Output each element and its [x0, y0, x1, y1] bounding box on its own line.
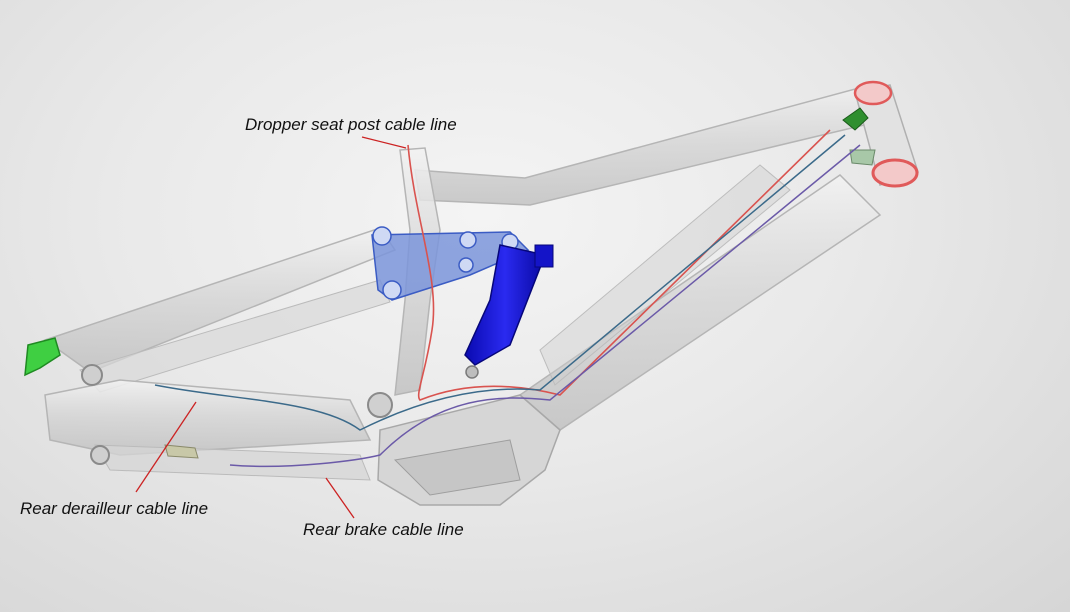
derailleur-leader — [135, 401, 197, 493]
brake-cable-label: Rear brake cable line — [303, 520, 464, 539]
chainstay-pivot — [90, 445, 110, 465]
rear-shock — [464, 244, 554, 366]
lower-shock-mount — [465, 365, 479, 379]
down-tube — [518, 164, 882, 431]
derailleur-hanger — [24, 337, 61, 377]
cable-guides — [164, 107, 876, 459]
brake-leader — [325, 477, 355, 519]
headtube-top-ring — [853, 80, 893, 106]
pivots — [81, 364, 479, 465]
derailleur-cable — [154, 134, 846, 431]
rocker-link — [371, 226, 530, 301]
leader-lines — [135, 136, 407, 519]
dropper-cable-label: Dropper seat post cable line — [245, 115, 457, 134]
head-tube — [853, 80, 919, 188]
dropper-cable — [407, 129, 831, 401]
headtube-bottom-ring — [871, 158, 919, 188]
brake-cable — [229, 144, 861, 468]
main-pivot — [367, 392, 393, 418]
chain-stays — [44, 379, 372, 481]
dropper-leader — [361, 136, 407, 149]
derailleur-cable-label: Rear derailleur cable line — [20, 499, 209, 518]
cables — [154, 129, 861, 468]
motor-housing — [377, 394, 561, 506]
rear-dropout-pivot — [81, 364, 103, 386]
